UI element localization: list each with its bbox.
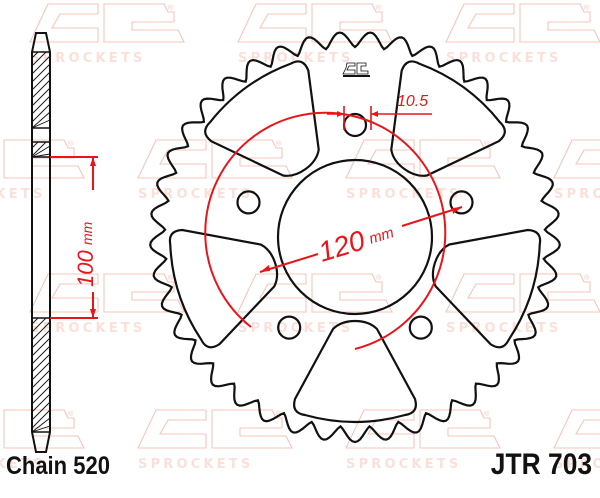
svg-text:SPROCKETS: SPROCKETS: [0, 457, 45, 472]
svg-text:120: 120: [315, 224, 369, 267]
bolt-hole-dimension: 10.5: [397, 93, 428, 110]
svg-text:SPROCKETS: SPROCKETS: [554, 187, 600, 202]
svg-text:®: ®: [68, 410, 74, 418]
watermark-tile: ® SPROCKETS: [237, 3, 393, 66]
svg-text:SPROCKETS: SPROCKETS: [138, 457, 253, 472]
watermark-tile: ® SPROCKETS: [445, 3, 600, 66]
svg-text:®: ®: [484, 140, 490, 148]
watermark-tile: ® SPROCKETS: [29, 273, 185, 336]
svg-text:SPROCKETS: SPROCKETS: [238, 321, 353, 336]
watermark-tile: ® SPROCKETS: [29, 3, 185, 66]
svg-text:®: ®: [68, 140, 74, 148]
svg-text:®: ®: [584, 4, 590, 12]
bolt-hole: [449, 190, 474, 215]
chain-size-label: Chain 520: [6, 452, 110, 480]
sprocket-teeth-outline: [149, 31, 561, 444]
part-number-label: JTR 703: [490, 448, 592, 481]
dimension-annotations: [50, 106, 463, 350]
side-view-profile: [31, 32, 51, 453]
cutout: [390, 60, 506, 177]
svg-text:SPROCKETS: SPROCKETS: [554, 457, 600, 472]
svg-text:®: ®: [276, 410, 282, 418]
cutout: [168, 228, 279, 349]
svg-text:®: ®: [484, 410, 490, 418]
svg-text:®: ®: [168, 274, 174, 282]
bolt-circle-dimension: 120 mm: [315, 224, 396, 268]
watermark-tile: ® SPROCKETS: [445, 273, 600, 336]
svg-text:100: 100: [73, 250, 98, 287]
bolt-holes: [236, 112, 474, 340]
watermark-tile: ® SPROCKETS: [345, 409, 501, 472]
bolt-hole: [408, 315, 433, 340]
svg-text:®: ®: [584, 274, 590, 282]
watermark-tile: ®SPROCKETS: [553, 409, 600, 472]
center-bore: [276, 158, 434, 316]
lightening-cutouts: [168, 60, 542, 424]
cutout: [204, 60, 320, 177]
cutout: [293, 319, 417, 424]
svg-text:®: ®: [276, 140, 282, 148]
svg-text:®: ®: [168, 4, 174, 12]
bolt-hole: [277, 315, 302, 340]
svg-text:SPROCKETS: SPROCKETS: [238, 51, 353, 66]
svg-text:SPROCKETS: SPROCKETS: [30, 321, 145, 336]
svg-text:SPROCKETS: SPROCKETS: [446, 321, 561, 336]
svg-text:mm: mm: [79, 221, 95, 245]
watermark-tile: ®SPROCKETS: [553, 139, 600, 202]
watermark-tile: ® SPROCKETS: [237, 273, 393, 336]
svg-text:SPROCKETS: SPROCKETS: [30, 51, 145, 66]
cutout: [431, 228, 542, 349]
watermark-tile: ® SPROCKETS: [345, 139, 501, 202]
svg-text:SPROCKETS: SPROCKETS: [446, 51, 561, 66]
center-bore-dimension: 100 mm: [73, 221, 98, 287]
svg-text:SPROCKETS: SPROCKETS: [346, 187, 461, 202]
bolt-hole: [236, 190, 261, 215]
svg-text:®: ®: [376, 274, 382, 282]
jt-logo-icon: [342, 62, 370, 77]
svg-text:SPROCKETS: SPROCKETS: [346, 457, 461, 472]
svg-text:®: ®: [376, 4, 382, 12]
svg-text:mm: mm: [367, 224, 396, 248]
watermark-tile: ® SPROCKETS: [137, 409, 293, 472]
